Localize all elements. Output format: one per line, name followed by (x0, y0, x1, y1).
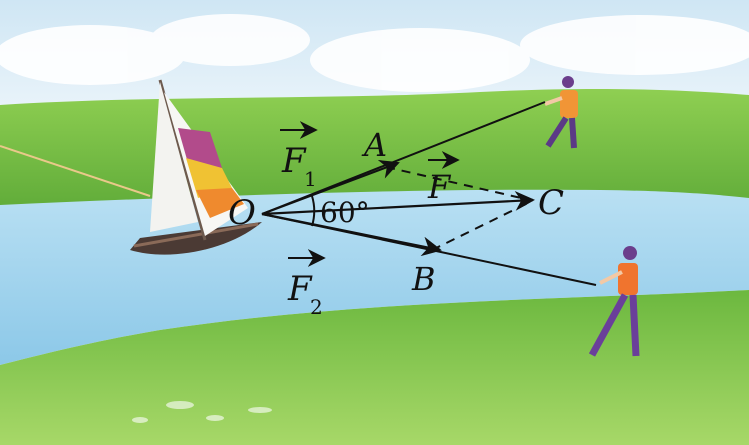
force-label-f2: F 2 (287, 249, 326, 319)
f1-subscript: 1 (304, 167, 317, 191)
angle-label: 60° (320, 196, 370, 229)
mooring-rope (0, 145, 151, 197)
grass-sparkles (132, 401, 272, 423)
dashed-ac (385, 166, 531, 201)
resultant-letter: F (427, 168, 452, 206)
dashed-bc (431, 201, 531, 251)
clouds (0, 14, 749, 92)
vector-ob (261, 212, 442, 257)
force-label-resultant: F (427, 151, 460, 206)
puller-top (544, 76, 578, 149)
force-label-f1: F 1 (280, 121, 318, 191)
point-label-c: C (538, 183, 564, 223)
sailboat (130, 79, 262, 255)
f2-letter: F (287, 269, 313, 309)
point-label-o: O (228, 193, 256, 233)
puller-bottom (588, 246, 640, 357)
vector-oa (261, 159, 400, 216)
f1-letter: F (281, 141, 307, 181)
vector-oc (261, 191, 535, 216)
f2-subscript: 2 (310, 295, 323, 319)
point-label-a: A (361, 126, 387, 164)
angle-arc (311, 195, 316, 227)
point-label-b: B (411, 260, 436, 298)
